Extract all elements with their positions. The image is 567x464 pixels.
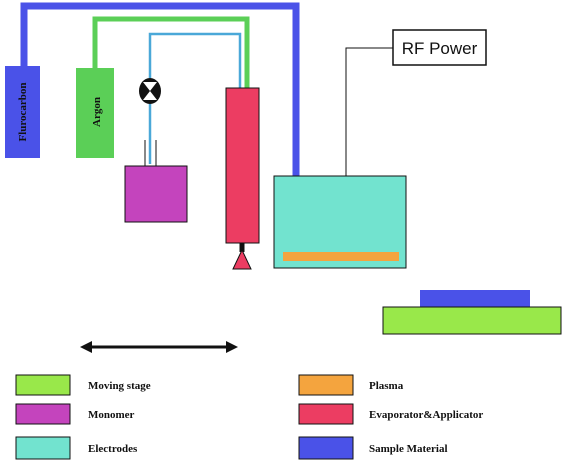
sample-material [420, 290, 530, 308]
flurocarbon-label: Flurocarbon [17, 82, 29, 141]
argon-label: Argon [91, 97, 103, 127]
flurocarbon-feed-line [20, 2, 300, 176]
legend-label: Plasma [369, 380, 404, 392]
legend-item-sample-material: Sample Material [298, 436, 448, 460]
legend-label: Evaporator&Applicator [369, 409, 483, 421]
legend-swatch [298, 374, 354, 396]
monomer-container [124, 165, 188, 223]
legend-swatch [15, 436, 71, 460]
valve-icon [139, 78, 161, 104]
legend-item-plasma: Plasma [298, 374, 404, 396]
rf-power-wire [345, 47, 393, 176]
legend-swatch [298, 403, 354, 425]
legend-item-monomer: Monomer [15, 403, 135, 425]
legend-item-evaporator-applicator: Evaporator&Applicator [298, 403, 483, 425]
legend: Moving stage Monomer Electrodes Plasma E… [15, 374, 483, 460]
legend-item-electrodes: Electrodes [15, 436, 138, 460]
rf-power-box [392, 29, 487, 66]
rf-power-label: RF Power [402, 39, 478, 58]
legend-item-moving-stage: Moving stage [15, 374, 151, 396]
legend-swatch [15, 403, 71, 425]
monomer-feed-line [148, 32, 242, 88]
stage-motion-arrow [80, 341, 238, 353]
legend-label: Electrodes [88, 443, 138, 455]
moving-stage [382, 306, 562, 335]
flurocarbon-cylinder [5, 66, 40, 158]
legend-label: Moving stage [88, 380, 151, 392]
argon-feed-line [92, 16, 250, 88]
legend-label: Monomer [88, 409, 135, 421]
applicator-nozzle [232, 248, 252, 270]
legend-swatch [298, 436, 354, 460]
evaporator-column [225, 87, 260, 244]
argon-cylinder [76, 68, 114, 158]
legend-swatch [15, 374, 71, 396]
plasma-bar [283, 252, 399, 261]
legend-label: Sample Material [369, 443, 448, 455]
